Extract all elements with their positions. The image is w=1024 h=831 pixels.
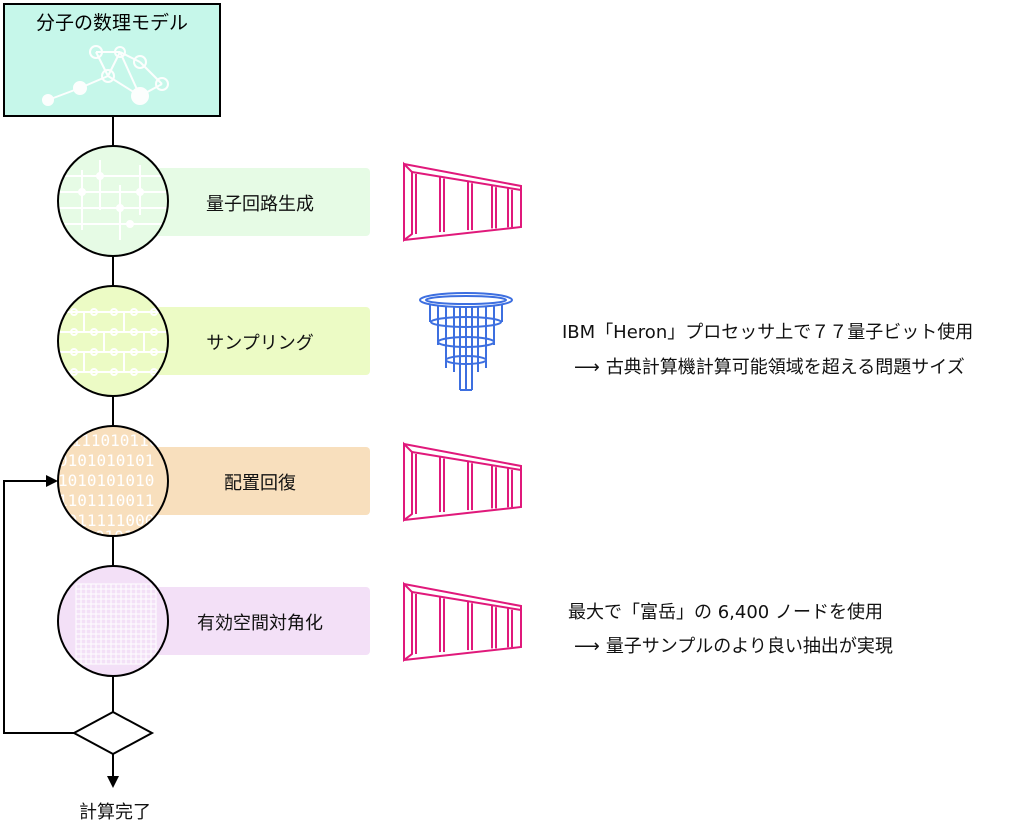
step-label-circuit-generation: 量子回路生成 <box>206 194 314 215</box>
circuit-pattern-icon <box>58 160 168 240</box>
svg-text:1010101: 1010101 <box>66 527 133 546</box>
svg-text:0111010110: 0111010110 <box>62 431 158 450</box>
sampling-note-line2: ⟶古典計算機計算可能領域を超える問題サイズ <box>574 357 965 378</box>
step-label-subspace-diagonalization: 有効空間対角化 <box>197 613 323 634</box>
step2-circle <box>57 285 169 397</box>
molecule-model-title: 分子の数理モデル <box>35 12 188 34</box>
diag-note-line1: 最大で「富岳」の 6,400 ノードを使用 <box>568 602 883 623</box>
matrix-grid-icon <box>75 583 157 665</box>
svg-text:1010101010: 1010101010 <box>58 471 154 490</box>
step3-circle: 0111010110 0101010101 1010101010 1101110… <box>57 425 169 546</box>
quantum-computer-icon <box>419 292 513 391</box>
molecule-model-box <box>3 3 221 117</box>
step4-panel <box>150 587 370 655</box>
binary-pattern-icon: 0111010110 0101010101 1010101010 1101110… <box>58 431 158 546</box>
step3-panel <box>150 447 370 515</box>
sampling-note-line1: IBM「Heron」プロセッサ上で７７量子ビット使用 <box>562 322 974 343</box>
end-label: 計算完了 <box>79 802 151 823</box>
right-arrow-icon: ⟶ <box>574 636 600 657</box>
svg-text:0011111000: 0011111000 <box>58 511 154 530</box>
diag-note-line2: ⟶量子サンプルのより良い抽出が実現 <box>574 636 893 657</box>
step1-panel <box>150 168 370 236</box>
right-arrow-icon: ⟶ <box>574 357 600 378</box>
loop-back-arrow <box>3 475 74 734</box>
svg-text:0101010101: 0101010101 <box>58 451 154 470</box>
lattice-pattern-icon <box>58 308 168 376</box>
step2-panel <box>150 307 370 375</box>
step1-circle <box>57 145 169 257</box>
molecule-icon <box>42 45 169 106</box>
step-label-configuration-recovery: 配置回復 <box>224 473 296 494</box>
step-label-sampling: サンプリング <box>206 333 314 354</box>
svg-text:1101110011: 1101110011 <box>58 491 154 510</box>
step4-circle <box>57 565 169 677</box>
decision-diamond <box>71 710 155 756</box>
supercomputer-icon <box>403 581 522 662</box>
supercomputer-icon <box>403 161 522 242</box>
supercomputer-icon <box>403 441 522 522</box>
